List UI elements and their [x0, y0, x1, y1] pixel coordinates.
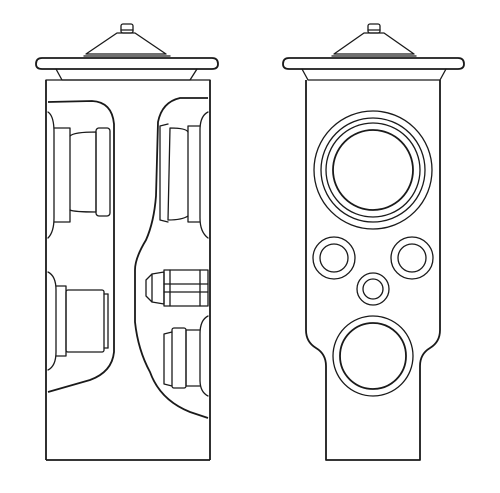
front-main-bore	[313, 110, 433, 230]
side-top-cap	[35, 23, 219, 81]
side-port-lower-left	[47, 271, 109, 371]
side-section-view	[35, 23, 219, 461]
front-view	[282, 23, 465, 461]
side-port-lower-right	[163, 315, 209, 397]
front-center-sensor	[356, 272, 390, 306]
side-sensor-pin	[145, 269, 209, 307]
side-internal-cavity	[47, 97, 209, 419]
front-body-outline	[305, 80, 441, 461]
front-lower-bore	[332, 315, 414, 397]
front-port-left	[312, 236, 356, 280]
front-top-cap	[282, 23, 465, 81]
side-port-upper-left	[47, 111, 111, 239]
side-body-outline	[45, 79, 211, 461]
side-port-upper-right	[159, 111, 209, 239]
front-port-right	[390, 236, 434, 280]
